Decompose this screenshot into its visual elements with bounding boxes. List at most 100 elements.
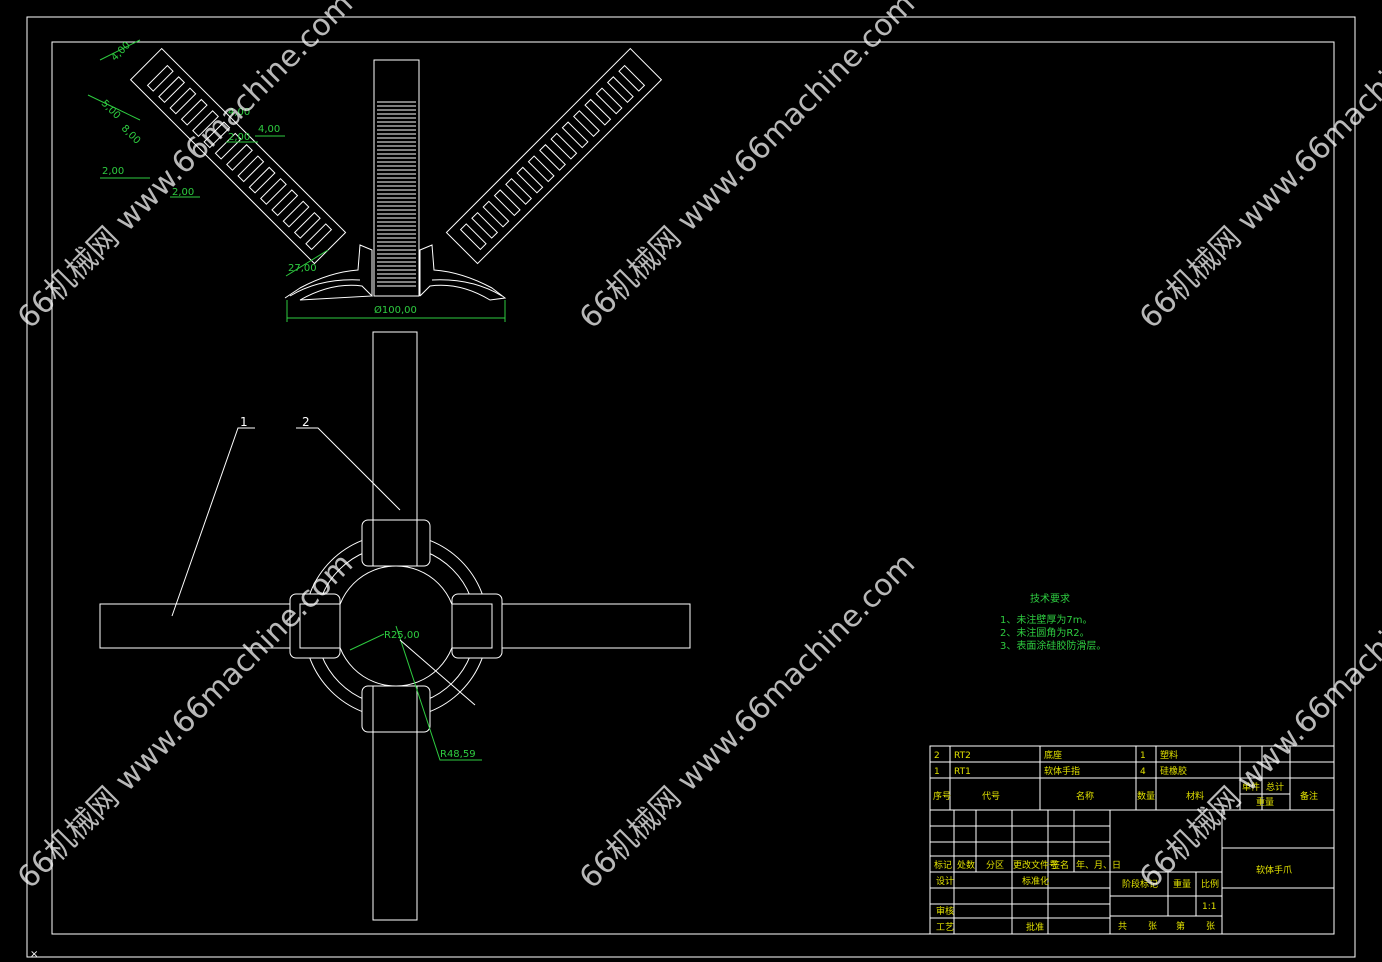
finger-tooth: [573, 110, 600, 137]
base-profile: [284, 244, 507, 301]
tech-line-1: 1、未注壁厚为7m。: [1000, 613, 1092, 626]
finger-tooth: [493, 189, 521, 217]
rev-zone: 分区: [986, 860, 1004, 871]
bom-h-no: 序号: [933, 790, 951, 802]
finger-tooth: [618, 64, 646, 92]
left-finger: [129, 47, 347, 265]
tech-requirements: 技术要求 1、未注壁厚为7m。 2、未注圆角为R2。 3、表面涂硅胶防滑层。: [1000, 592, 1106, 652]
watermark-4: 66机械网 www.66machine.com: [11, 546, 360, 895]
leader-2-label: 2: [302, 415, 310, 429]
watermark-3: 66机械网 www.66machine.com: [1133, 0, 1382, 336]
tb-sheets-4: 张: [1206, 921, 1215, 932]
dim-d4: 4,00: [228, 107, 250, 118]
dim-d6: 4,00: [258, 124, 280, 135]
rev-sign: 签名: [1051, 859, 1069, 871]
finger-tooth: [293, 211, 321, 239]
bom-r1-no: 2: [934, 751, 940, 761]
tb-stage: 阶段标记: [1122, 878, 1158, 890]
leader-1: [171, 427, 255, 617]
dim-r1: R25,00: [384, 630, 420, 641]
bom-h-material: 材料: [1186, 790, 1204, 802]
bom-r1-name: 底座: [1044, 749, 1062, 761]
bom-r2-qty: 4: [1140, 767, 1146, 777]
finger-down: [372, 729, 418, 921]
right-finger: [445, 47, 663, 265]
finger-tooth: [169, 87, 197, 115]
finger-tooth: [271, 189, 299, 217]
tb-drawing-name: 软体手爪: [1256, 864, 1292, 876]
finger-tooth: [237, 155, 265, 183]
dim-d8: 2,00: [172, 187, 194, 198]
tb-scale: 比例: [1201, 878, 1219, 890]
finger-tooth: [203, 121, 231, 149]
tb-design: 设计: [936, 875, 954, 887]
finger-tooth: [539, 144, 566, 171]
finger-tooth: [192, 110, 219, 137]
finger-tooth: [516, 166, 544, 194]
dim-r2: R48,59: [440, 749, 476, 760]
watermark-5: 66机械网 www.66machine.com: [573, 546, 922, 895]
bom-h-remark: 备注: [1300, 790, 1318, 802]
finger-tooth: [226, 144, 253, 171]
bom-r2-name: 软体手指: [1044, 765, 1080, 777]
dim-diameter: Ø100,00: [374, 304, 417, 316]
leader-1-label: 1: [240, 415, 248, 429]
tb-weight: 重量: [1173, 878, 1191, 890]
tb-sheets-2: 张: [1148, 921, 1157, 932]
watermarks: 66机械网 www.66machine.com 66机械网 www.66mach…: [11, 0, 1382, 896]
bom-r2-material: 硅橡胶: [1160, 765, 1187, 777]
tech-line-3: 3、表面涂硅胶防滑层。: [1000, 639, 1106, 652]
inner-frame: [51, 41, 1335, 935]
dim-d7: 2,00: [102, 166, 124, 177]
watermark-2: 66机械网 www.66machine.com: [573, 0, 922, 336]
rev-count: 处数: [957, 859, 975, 871]
bom-h-single: 单件: [1242, 781, 1260, 793]
tb-sheets-3: 第: [1176, 920, 1185, 932]
watermark-1: 66机械网 www.66machine.com: [11, 0, 360, 336]
left-finger-teeth: [146, 64, 333, 251]
tb-scale-value: 1:1: [1202, 902, 1216, 912]
dim-d1: 4,00: [109, 40, 133, 64]
rev-date: 年、月、日: [1076, 859, 1121, 871]
bom-r1-code: RT2: [954, 751, 971, 761]
leader-2: [296, 427, 401, 511]
bom-r1-qty: 1: [1140, 751, 1146, 761]
tb-approve: 批准: [1026, 921, 1044, 933]
ucs-icon: ×: [30, 949, 38, 960]
finger-tooth: [505, 177, 533, 205]
tech-line-2: 2、未注圆角为R2。: [1000, 626, 1090, 639]
finger-tooth: [471, 211, 499, 239]
plan-view: 1 2 R25,00 R48,59: [99, 331, 691, 921]
watermark-6: 66机械网 www.66machine.com: [1133, 546, 1382, 895]
tb-process: 工艺: [936, 922, 954, 933]
tb-sheets-1: 共: [1118, 921, 1127, 932]
outer-frame: [26, 16, 1356, 958]
center-finger-ribs: [377, 101, 416, 287]
bom-r2-no: 1: [934, 767, 940, 777]
bom-h-code: 代号: [982, 791, 1000, 802]
bom-h-total: 总计: [1266, 781, 1284, 793]
finger-tooth: [248, 166, 276, 194]
finger-tooth: [459, 223, 487, 251]
finger-tooth: [214, 132, 242, 160]
dim-d5: 2,00: [228, 132, 250, 143]
finger-tooth: [584, 98, 612, 126]
rev-doc: 更改文件号: [1013, 859, 1058, 871]
tech-title: 技术要求: [1030, 592, 1070, 605]
finger-tooth: [482, 200, 510, 228]
finger-tooth: [561, 121, 589, 149]
dim-d3: 8,00: [119, 123, 143, 147]
tb-standard: 标准化: [1022, 875, 1049, 887]
finger-tooth: [259, 177, 287, 205]
bom-r1-material: 塑料: [1160, 749, 1178, 761]
finger-tooth: [282, 200, 310, 228]
dim-d2: 5,00: [99, 98, 123, 122]
dim-angle: 27,00: [288, 263, 317, 274]
title-block: 2 RT2 底座 1 塑料 1 RT1 软体手指 4 硅橡胶 序号 代号 名称 …: [929, 745, 1335, 935]
center-finger: [373, 59, 420, 297]
right-finger-teeth: [459, 64, 646, 251]
bom-h-qty: 数量: [1137, 790, 1155, 802]
finger-tooth: [305, 223, 333, 251]
finger-tooth: [527, 155, 555, 183]
